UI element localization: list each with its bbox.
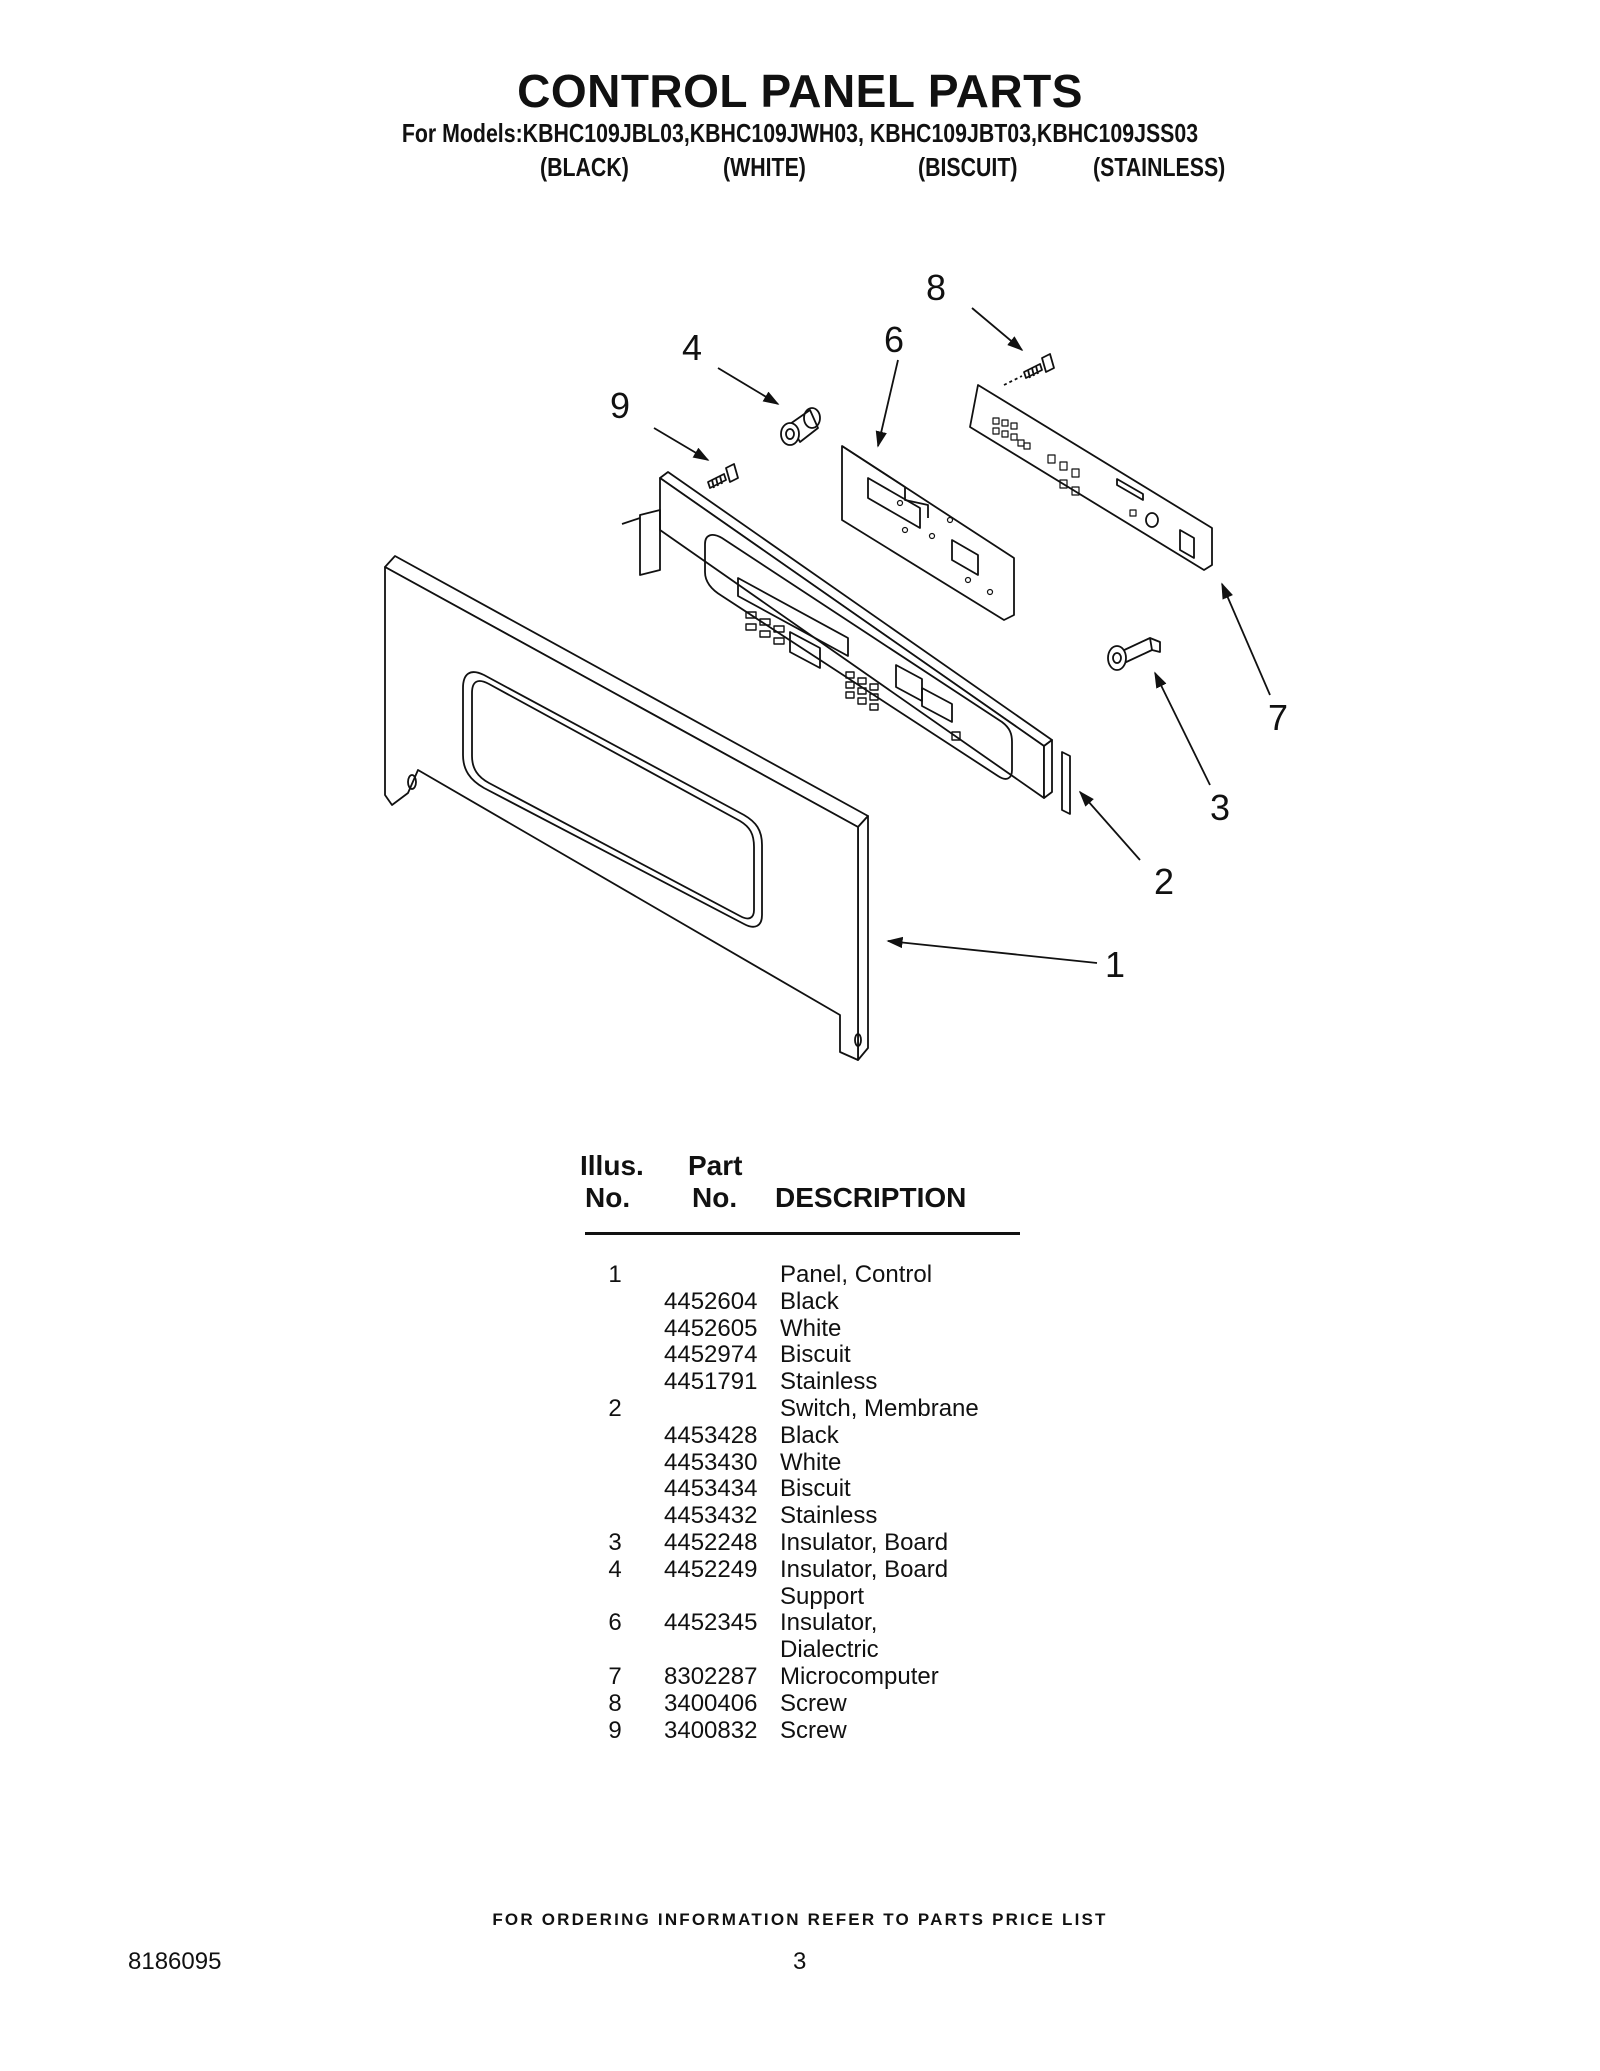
description-cell: Insulator, Board (780, 1528, 949, 1556)
part-no-cell: 4452974 (664, 1341, 758, 1369)
leader-lines (653, 307, 1271, 964)
illus-no-cell: 3 (608, 1528, 622, 1556)
description-cell: Biscuit (780, 1341, 851, 1369)
part-no-cell: 4453430 (664, 1448, 758, 1476)
header-illus: Illus. (580, 1150, 644, 1181)
header-rule (585, 1232, 1020, 1235)
description-cell: Insulator, Board (780, 1555, 949, 1583)
description-cell: White (780, 1314, 842, 1342)
screw-part-9 (707, 463, 739, 489)
description-cell: Stainless (780, 1502, 878, 1530)
illus-no-cell: 6 (608, 1609, 622, 1637)
part-no-cell: 4451791 (664, 1368, 758, 1396)
part-no-cell: 3400406 (664, 1689, 758, 1717)
board-support-insulator-part (780, 407, 821, 446)
part-no-cell: 4452345 (664, 1609, 758, 1637)
part-no-cell: 4452248 (664, 1528, 758, 1556)
description-cell: Black (780, 1421, 839, 1449)
board-insulator-part (1107, 637, 1161, 671)
callout-2: 2 (1154, 861, 1174, 902)
header-description: DESCRIPTION (775, 1182, 967, 1213)
control-panel-part (384, 555, 869, 1061)
ordering-note: FOR ORDERING INFORMATION REFER TO PARTS … (492, 1910, 1108, 1929)
page-number: 3 (793, 1948, 807, 1975)
description-cell: Biscuit (780, 1475, 851, 1503)
description-cell: Dialectric (780, 1636, 879, 1664)
description-cell: Insulator, (780, 1609, 878, 1637)
membrane-switch-part (621, 471, 1071, 815)
illus-no-cell: 4 (608, 1555, 622, 1583)
exploded-parts-diagram: 1 2 3 4 6 7 8 9 (384, 267, 1288, 1061)
callout-6: 6 (884, 319, 904, 360)
illus-no-cell: 9 (608, 1716, 622, 1744)
membrane-keys (745, 611, 961, 741)
dielectric-insulator-part (841, 445, 1015, 621)
description-cell: Black (780, 1287, 839, 1315)
description-cell: Support (780, 1582, 865, 1610)
part-no-cell: 4452605 (664, 1314, 758, 1342)
callout-9: 9 (610, 385, 630, 426)
description-cell: Microcomputer (780, 1662, 939, 1690)
illus-no-cell: 8 (608, 1689, 622, 1717)
part-no-cell: 4453432 (664, 1502, 758, 1530)
part-no-cell: 8302287 (664, 1662, 758, 1690)
part-no-cell: 4453434 (664, 1475, 758, 1503)
color-label-stainless: (STAINLESS) (1093, 152, 1226, 182)
insulator-holes (896, 499, 994, 596)
illus-no-cell: 1 (608, 1261, 622, 1288)
callout-3: 3 (1210, 787, 1230, 828)
microcomputer-board-part (969, 384, 1213, 571)
header-part-no: No. (692, 1182, 738, 1213)
part-no-cell: 4453428 (664, 1421, 758, 1449)
color-label-black: (BLACK) (540, 152, 629, 182)
callout-7: 7 (1268, 697, 1288, 738)
document-number: 8186095 (128, 1948, 222, 1975)
callout-4: 4 (682, 327, 702, 368)
header-part: Part (688, 1150, 743, 1181)
description-cell: Stainless (780, 1368, 878, 1396)
description-cell: Switch, Membrane (780, 1394, 979, 1422)
illus-no-cell: 2 (608, 1394, 622, 1422)
part-no-cell: 4452604 (664, 1287, 758, 1315)
description-cell: Screw (780, 1716, 847, 1744)
illus-no-cell: 7 (608, 1662, 622, 1690)
models-line: For Models:KBHC109JBL03,KBHC109JWH03, KB… (401, 118, 1199, 148)
callout-8: 8 (926, 267, 946, 308)
description-cell: Panel, Control (780, 1261, 933, 1288)
part-no-cell: 3400832 (664, 1716, 758, 1744)
color-label-biscuit: (BISCUIT) (918, 152, 1018, 182)
color-label-white: (WHITE) (723, 152, 806, 182)
part-no-cell: 4452249 (664, 1555, 758, 1583)
description-cell: White (780, 1448, 842, 1476)
board-components (992, 417, 1137, 517)
screw-part-8 (1003, 353, 1055, 386)
header-illus-no: No. (585, 1182, 631, 1213)
callout-1: 1 (1105, 944, 1125, 985)
page-title: CONTROL PANEL PARTS (517, 65, 1083, 117)
description-cell: Screw (780, 1689, 847, 1717)
